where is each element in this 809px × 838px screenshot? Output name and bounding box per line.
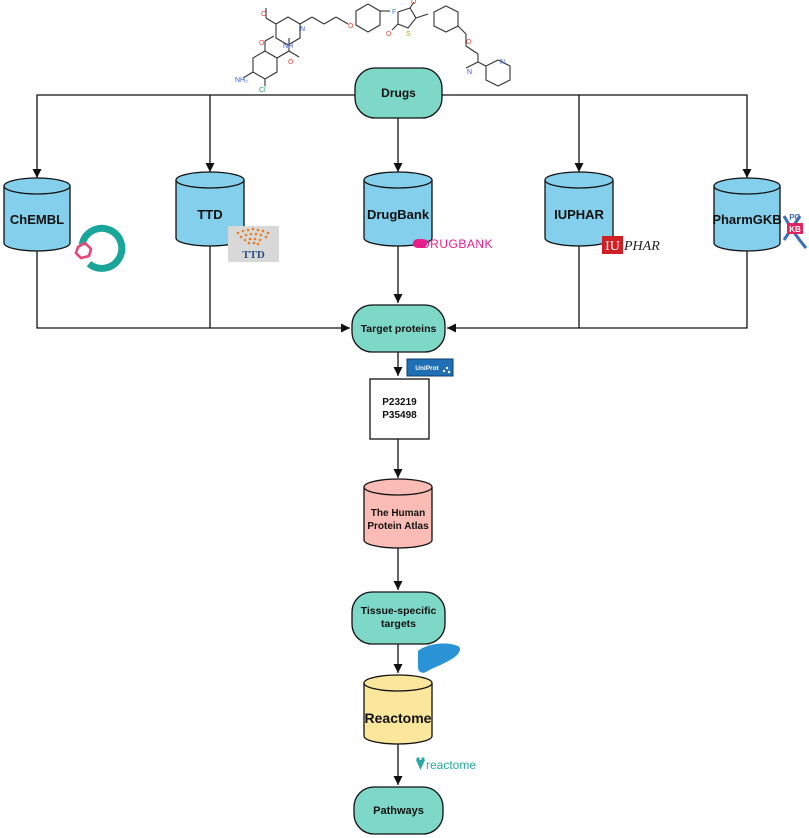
- edge-pharmgkb-targets: [447, 250, 748, 333]
- atom-o-ether: O: [348, 23, 354, 30]
- atom-f: F: [392, 9, 396, 16]
- molecule-structure-icon: [242, 1, 511, 87]
- edge-drugs-chembl: [32, 94, 355, 178]
- atom-o-left2: O: [288, 59, 294, 66]
- tissue-specific-label-line2: targets: [381, 618, 416, 630]
- atom-nh2: NH₂: [235, 77, 248, 84]
- iuphar-logo-icon: IU PHAR: [602, 236, 660, 254]
- edge-chembl-targets: [36, 250, 350, 333]
- atom-n-piperidine: N: [300, 26, 305, 33]
- atom-o-methoxy: O: [261, 11, 267, 18]
- drugs-node: Drugs: [354, 67, 443, 119]
- drugbank-database: DrugBank: [363, 171, 433, 247]
- drugs-label: Drugs: [381, 86, 416, 100]
- pathways-node: Pathways: [353, 786, 444, 835]
- hpa-label-line2: Protein Atlas: [367, 521, 429, 532]
- pharmgkb-logo-bottom: KB: [789, 225, 801, 234]
- uniprot-logo-icon: UniProt: [406, 358, 454, 377]
- uniprot-logo-text: UniProt: [415, 365, 439, 372]
- protein-id-2: P35498: [382, 410, 417, 421]
- ttd-database: TTD: [175, 171, 245, 247]
- atom-o-bottom: O: [386, 31, 392, 38]
- ttd-logo-icon: TTD: [228, 226, 279, 262]
- ttd-label: TTD: [197, 207, 222, 222]
- iuphar-label: IUPHAR: [554, 207, 604, 222]
- reactome-database: Reactome: [363, 674, 433, 745]
- edges: [32, 94, 752, 785]
- pharmgkb-logo-top: PG: [789, 213, 801, 222]
- reactome-logo-text: reactome: [426, 758, 476, 772]
- reactome-logo-icon: reactome: [416, 757, 476, 772]
- atom-o-left: O: [259, 40, 265, 47]
- iuphar-logo-rest: PHAR: [623, 239, 660, 254]
- tissue-specific-node: Tissue-specific targets: [351, 591, 446, 645]
- drugbank-logo-icon: DRUGBANK: [413, 237, 493, 251]
- atom-cl: Cl: [259, 87, 266, 94]
- atom-n-right: N: [467, 69, 472, 76]
- reactome-label: Reactome: [365, 710, 432, 726]
- atom-s: S: [406, 31, 411, 38]
- protein-id-1: P23219: [382, 397, 417, 408]
- chembl-database: ChEMBL: [3, 177, 71, 252]
- pharmgkb-label: PharmGKB: [712, 212, 781, 227]
- pharmgkb-logo-icon: PG KB: [782, 213, 808, 249]
- pharmgkb-database: PharmGKB: [712, 177, 782, 252]
- liver-icon: [418, 643, 461, 673]
- edge-drugs-iuphar: [442, 94, 584, 172]
- iuphar-database: IUPHAR: [544, 171, 614, 247]
- chembl-label: ChEMBL: [10, 212, 64, 227]
- edge-drugs-pharmgkb: [579, 94, 752, 178]
- chembl-logo-icon: [74, 224, 126, 272]
- drugbank-label: DrugBank: [367, 207, 430, 222]
- target-proteins-node: Target proteins: [351, 304, 446, 353]
- molecule-atom-labels: F O O O O N NH NH₂ Cl O O S O N N: [235, 0, 505, 94]
- atom-nh: NH: [283, 43, 293, 50]
- hpa-label-line1: The Human: [371, 508, 425, 519]
- atom-o-top: O: [411, 0, 417, 6]
- protein-id-box: P23219 P35498: [369, 378, 430, 440]
- ttd-logo-text: TTD: [242, 249, 265, 261]
- atom-o-right: O: [466, 39, 472, 46]
- tissue-specific-label-line1: Tissue-specific: [361, 605, 437, 617]
- iuphar-logo-letters: IU: [605, 239, 620, 254]
- drugbank-logo-text: DRUGBANK: [421, 237, 493, 251]
- target-proteins-label: Target proteins: [361, 323, 437, 335]
- atom-n-pyridine: N: [500, 59, 505, 66]
- hpa-database: The Human Protein Atlas: [363, 478, 433, 549]
- pathways-label: Pathways: [373, 805, 424, 817]
